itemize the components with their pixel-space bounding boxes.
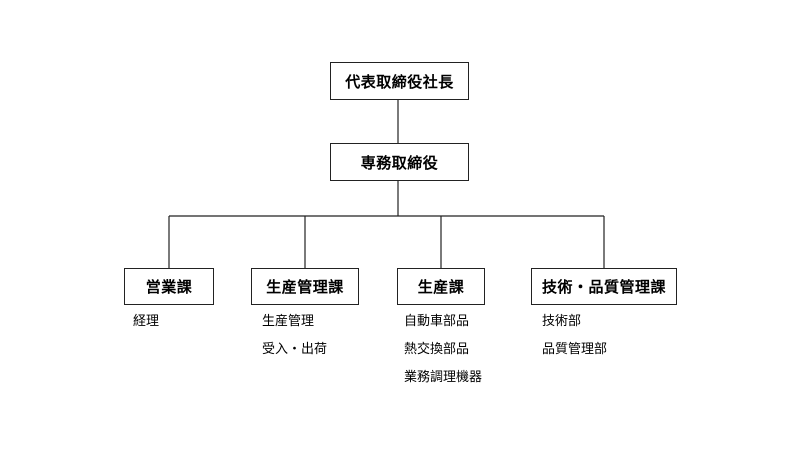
dept-items-production: 自動車部品 熱交換部品 業務調理機器 (404, 308, 482, 392)
dept-item: 受入・出荷 (262, 342, 328, 357)
dept-item: 業務調理機器 (404, 370, 483, 385)
dept-box-production: 生産課 (397, 268, 485, 305)
ceo-box: 代表取締役社長 (330, 62, 469, 100)
dept-box-sales: 営業課 (124, 268, 214, 305)
executive-label: 専務取締役 (360, 153, 439, 172)
ceo-label: 代表取締役社長 (345, 72, 454, 91)
dept-box-production-control: 生産管理課 (251, 268, 359, 305)
dept-items-sales: 経理 (133, 308, 159, 336)
dept-label-production: 生産課 (417, 278, 465, 296)
dept-box-tech-quality: 技術・品質管理課 (531, 268, 677, 305)
dept-item: 生産管理 (262, 314, 315, 329)
dept-label-sales: 営業課 (145, 278, 193, 296)
dept-label-tech-quality: 技術・品質管理課 (541, 278, 666, 296)
dept-items-production-control: 生産管理 受入・出荷 (262, 308, 327, 364)
dept-item: 熱交換部品 (404, 342, 470, 357)
executive-box: 専務取締役 (330, 143, 469, 181)
dept-item: 品質管理部 (542, 342, 608, 357)
dept-items-tech-quality: 技術部 品質管理部 (542, 308, 607, 364)
dept-label-production-control: 生産管理課 (266, 278, 344, 296)
dept-item: 技術部 (542, 314, 582, 329)
dept-item: 自動車部品 (404, 314, 470, 329)
dept-item: 経理 (133, 314, 160, 329)
